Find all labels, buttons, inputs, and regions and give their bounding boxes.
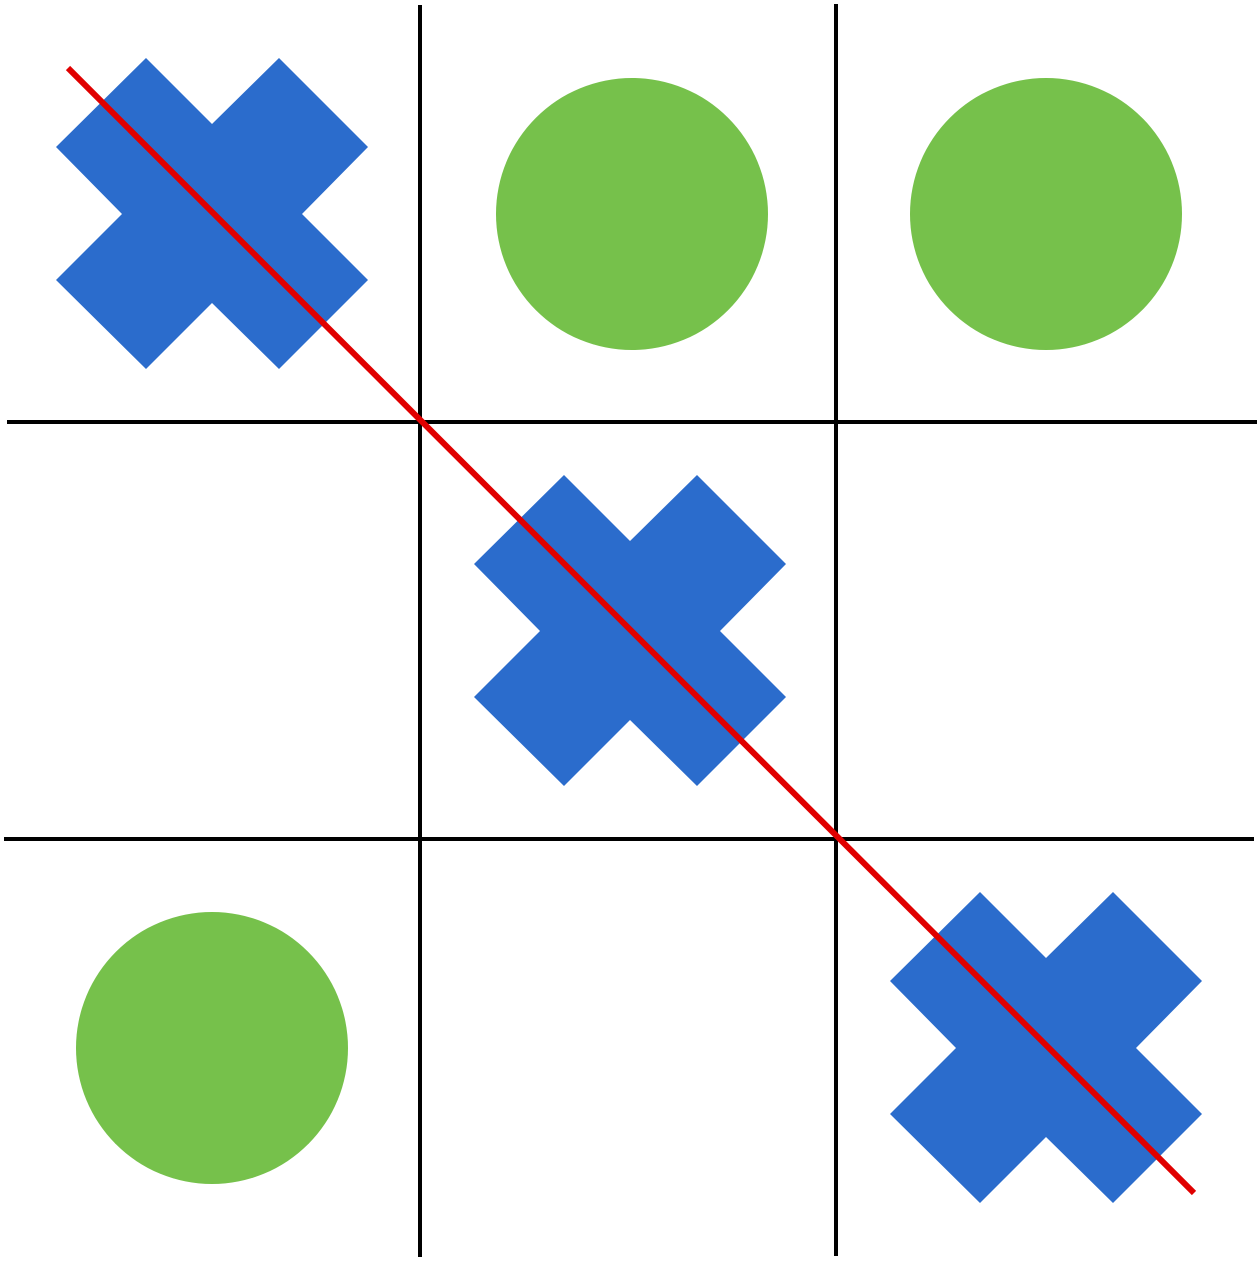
cell-1-2[interactable]: [838, 424, 1252, 838]
winning-line: [65, 65, 1197, 1196]
o-mark: [496, 78, 768, 350]
grid-lines: [4, 4, 1257, 1257]
cell-1-0[interactable]: [4, 424, 418, 838]
cell-0-2[interactable]: [838, 4, 1252, 418]
cell-hit-area[interactable]: [838, 424, 1252, 838]
cell-hit-area[interactable]: [4, 424, 418, 838]
cell-2-0[interactable]: [4, 841, 418, 1255]
cell-2-1[interactable]: [422, 841, 836, 1255]
o-mark: [76, 912, 348, 1184]
cell-hit-area[interactable]: [422, 841, 836, 1255]
o-mark: [910, 78, 1182, 350]
cell-0-1[interactable]: [422, 4, 836, 418]
